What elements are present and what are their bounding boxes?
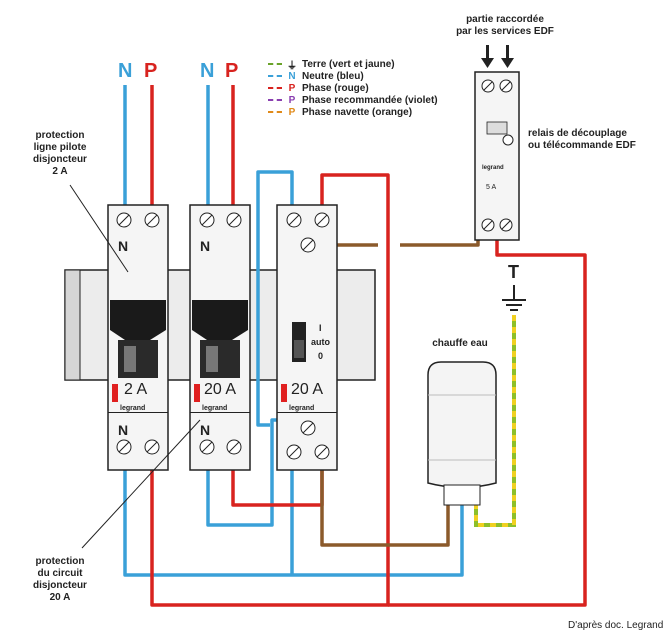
legend-item-navette: P Phase navette (orange) [268, 106, 438, 118]
breaker-20a-handle[interactable] [192, 300, 248, 340]
legend-label-violet: Phase recommandée (violet) [302, 94, 438, 106]
phase-wire-relay [388, 240, 587, 607]
earth-legend-icon: ⏚ [287, 60, 297, 72]
legend-symbol-violet: P [288, 94, 296, 106]
phase-wire-loop [150, 173, 390, 607]
legend-symbol-phase: P [288, 82, 296, 94]
supply-right-n: N [200, 60, 215, 82]
breaker-20a-top-n: N [200, 238, 211, 254]
legend-item-phase: P Phase (rouge) [268, 82, 438, 94]
earth-wire [474, 315, 516, 527]
supply-right-p: P [225, 60, 239, 82]
contactor-brand: legrand [289, 405, 315, 412]
pilot-annotation: protection ligne pilote disjoncteur 2 A [33, 130, 87, 177]
contactor-switch-label-off: 0 [318, 351, 324, 361]
credit-text: D'après doc. Legrand [568, 620, 664, 631]
breaker-2a-rating: 2 A [124, 381, 148, 398]
water-heater-label: chauffe eau [432, 338, 488, 349]
edf-arrows [481, 45, 514, 68]
phase-wires [150, 85, 587, 607]
contactor-switch-label-auto: auto [311, 337, 330, 347]
legend-label-neutral: Neutre (bleu) [302, 70, 364, 82]
legend-item-neutral: N Neutre (bleu) [268, 70, 438, 82]
navette-wire-b [400, 240, 480, 247]
neutral-wire-contactor-top [256, 170, 294, 427]
relay-brand: legrand [482, 165, 504, 171]
legend: ⏚ Terre (vert et jaune) N Neutre (bleu) … [268, 58, 438, 118]
breaker-20a-brand: legrand [202, 405, 228, 412]
contactor-20a [276, 204, 338, 471]
supply-left-n: N [118, 60, 133, 82]
earth-symbol-icon [502, 285, 526, 311]
breaker-2a-brand: legrand [120, 405, 146, 412]
legend-label-earth: Terre (vert et jaune) [302, 58, 395, 70]
edf-annotation: partie raccordée par les services EDF [456, 14, 554, 37]
legend-label-navette: Phase navette (orange) [302, 106, 413, 118]
relay-device [474, 71, 520, 241]
legend-symbol-neutral: N [288, 70, 296, 82]
legend-item-violet: P Phase recommandée (violet) [268, 94, 438, 106]
breaker-20a-bottom-n: N [200, 422, 211, 438]
relay-rating: 5 A [486, 184, 497, 191]
legend-label-phase: Phase (rouge) [302, 82, 369, 94]
contactor-switch-label-on: I [319, 323, 322, 333]
contactor-rating: 20 A [291, 381, 324, 398]
phase-wire-contactor [231, 470, 324, 507]
breaker-20a [189, 204, 251, 471]
din-rail-edge [64, 269, 81, 381]
supply-left-p: P [144, 60, 158, 82]
breaker-2a-bottom-n: N [118, 422, 129, 438]
water-heater [427, 361, 497, 506]
navette-wire-heater [320, 470, 450, 547]
circuit-annotation: protection du circuit disjoncteur 20 A [33, 556, 87, 603]
annotation-pointers [69, 184, 201, 549]
breaker-20a-rating: 20 A [204, 381, 237, 398]
neutral-wires [123, 85, 464, 577]
legend-item-earth: ⏚ Terre (vert et jaune) [268, 58, 438, 72]
earth-label: T [508, 262, 519, 282]
breaker-2a [107, 204, 169, 471]
breaker-2a-handle[interactable] [110, 300, 166, 340]
legend-symbol-navette: P [288, 106, 296, 118]
relay-annotation: relais de découplage ou télécommande EDF [528, 128, 636, 151]
breaker-2a-top-n: N [118, 238, 129, 254]
